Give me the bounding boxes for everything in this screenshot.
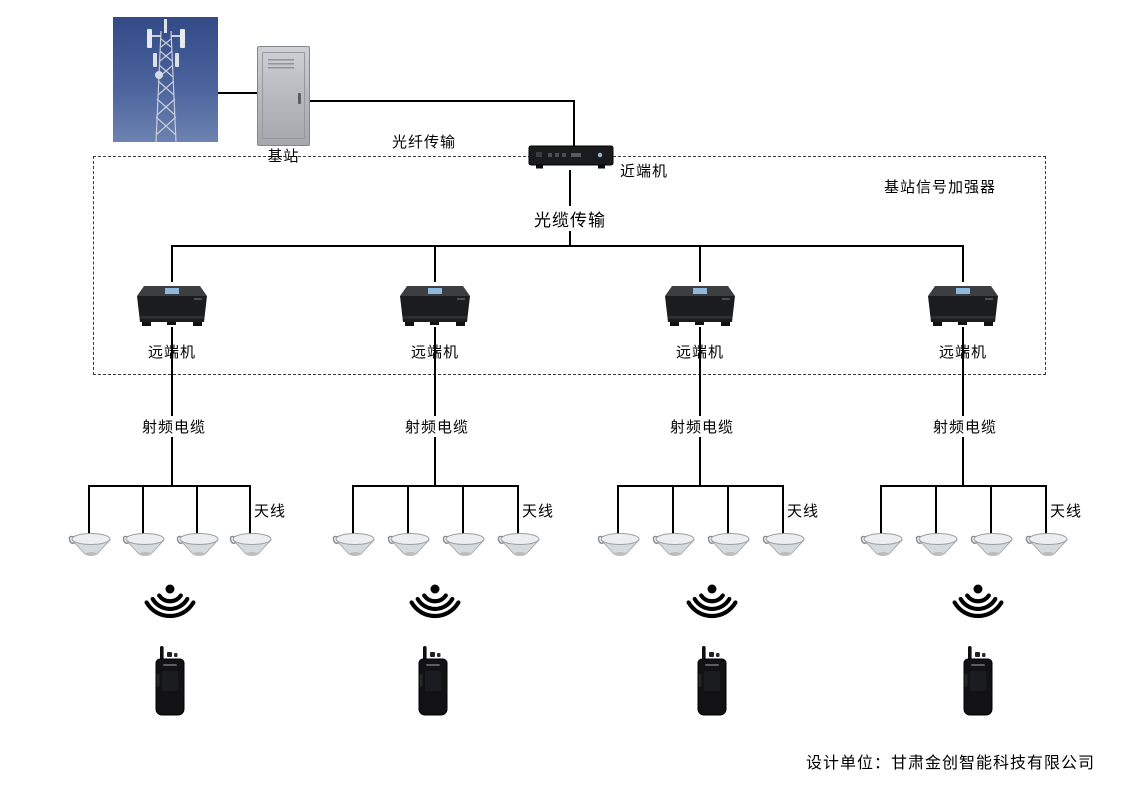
ceiling-antenna-icon bbox=[440, 527, 486, 561]
ceiling-antenna-icon bbox=[968, 527, 1014, 561]
near-end-unit-label: 近端机 bbox=[620, 162, 669, 180]
connector-line bbox=[352, 485, 354, 540]
equipment-cabinet-icon bbox=[257, 46, 310, 146]
optical-cable-label: 光缆传输 bbox=[531, 206, 609, 231]
cabinet-handle bbox=[298, 93, 301, 104]
connector-line bbox=[171, 327, 173, 485]
connector-line bbox=[617, 485, 784, 487]
connector-line bbox=[88, 485, 90, 540]
connector-line bbox=[880, 485, 1047, 487]
antenna-label: 天线 bbox=[254, 502, 287, 520]
ceiling-antenna-icon bbox=[66, 527, 112, 561]
connector-line bbox=[462, 485, 464, 540]
connector-line bbox=[310, 100, 575, 102]
walkie-talkie-icon bbox=[417, 646, 449, 716]
base-station-label: 基站 bbox=[267, 147, 300, 165]
connector-line bbox=[990, 485, 992, 540]
connector-line bbox=[88, 485, 251, 487]
cabinet-vents bbox=[268, 59, 294, 70]
ceiling-antenna-icon bbox=[760, 527, 806, 561]
cell-tower-icon bbox=[147, 19, 185, 142]
connector-line bbox=[962, 327, 964, 485]
connector-line bbox=[196, 485, 198, 540]
connector-line bbox=[434, 245, 436, 282]
designer-credit: 设计单位：甘肃金创智能科技有限公司 bbox=[806, 753, 1096, 772]
walkie-talkie-icon bbox=[696, 646, 728, 716]
walkie-talkie-icon bbox=[154, 646, 186, 716]
ceiling-antenna-icon bbox=[595, 527, 641, 561]
base-station-photo bbox=[113, 17, 218, 142]
signal-waves-icon bbox=[144, 582, 196, 622]
rf-cable-label: 射频电缆 bbox=[402, 416, 468, 437]
ceiling-antenna-icon bbox=[330, 527, 376, 561]
connector-line bbox=[172, 245, 963, 247]
connector-line bbox=[1045, 485, 1047, 540]
signal-waves-icon bbox=[409, 582, 461, 622]
ceiling-antenna-icon bbox=[650, 527, 696, 561]
connector-line bbox=[573, 100, 575, 146]
ceiling-antenna-icon bbox=[385, 527, 431, 561]
rf-cable-label: 射频电缆 bbox=[667, 416, 733, 437]
fiber-transmission-label: 光纤传输 bbox=[392, 133, 457, 151]
connector-line bbox=[699, 245, 701, 282]
connector-line bbox=[727, 485, 729, 540]
rf-cable-label: 射频电缆 bbox=[930, 416, 996, 437]
connector-line bbox=[699, 327, 701, 485]
connector-line bbox=[407, 485, 409, 540]
ceiling-antenna-icon bbox=[495, 527, 541, 561]
connector-line bbox=[782, 485, 784, 540]
connector-line bbox=[249, 485, 251, 540]
ceiling-antenna-icon bbox=[120, 527, 166, 561]
ceiling-antenna-icon bbox=[227, 527, 273, 561]
near-end-unit-device bbox=[528, 143, 614, 171]
connector-line bbox=[434, 327, 436, 485]
ceiling-antenna-icon bbox=[858, 527, 904, 561]
ceiling-antenna-icon bbox=[174, 527, 220, 561]
system-boundary-label: 基站信号加强器 bbox=[884, 178, 997, 196]
connector-line bbox=[880, 485, 882, 540]
ceiling-antenna-icon bbox=[705, 527, 751, 561]
antenna-label: 天线 bbox=[787, 502, 820, 520]
connector-line bbox=[218, 92, 257, 94]
remote-unit-device bbox=[925, 281, 1001, 329]
connector-line bbox=[142, 485, 144, 540]
ceiling-antenna-icon bbox=[913, 527, 959, 561]
signal-waves-icon bbox=[952, 582, 1004, 622]
remote-unit-device bbox=[397, 281, 473, 329]
remote-unit-device bbox=[662, 281, 738, 329]
ceiling-antenna-icon bbox=[1023, 527, 1069, 561]
cabinet-door bbox=[262, 52, 305, 139]
signal-waves-icon bbox=[686, 582, 738, 622]
connector-line bbox=[672, 485, 674, 540]
remote-unit-device bbox=[134, 281, 210, 329]
connector-line bbox=[617, 485, 619, 540]
connector-line bbox=[935, 485, 937, 540]
walkie-talkie-icon bbox=[962, 646, 994, 716]
connector-line bbox=[517, 485, 519, 540]
antenna-label: 天线 bbox=[1050, 502, 1083, 520]
connector-line bbox=[352, 485, 519, 487]
rf-cable-label: 射频电缆 bbox=[139, 416, 205, 437]
connector-line bbox=[962, 245, 964, 282]
connector-line bbox=[171, 245, 173, 282]
antenna-label: 天线 bbox=[522, 502, 555, 520]
